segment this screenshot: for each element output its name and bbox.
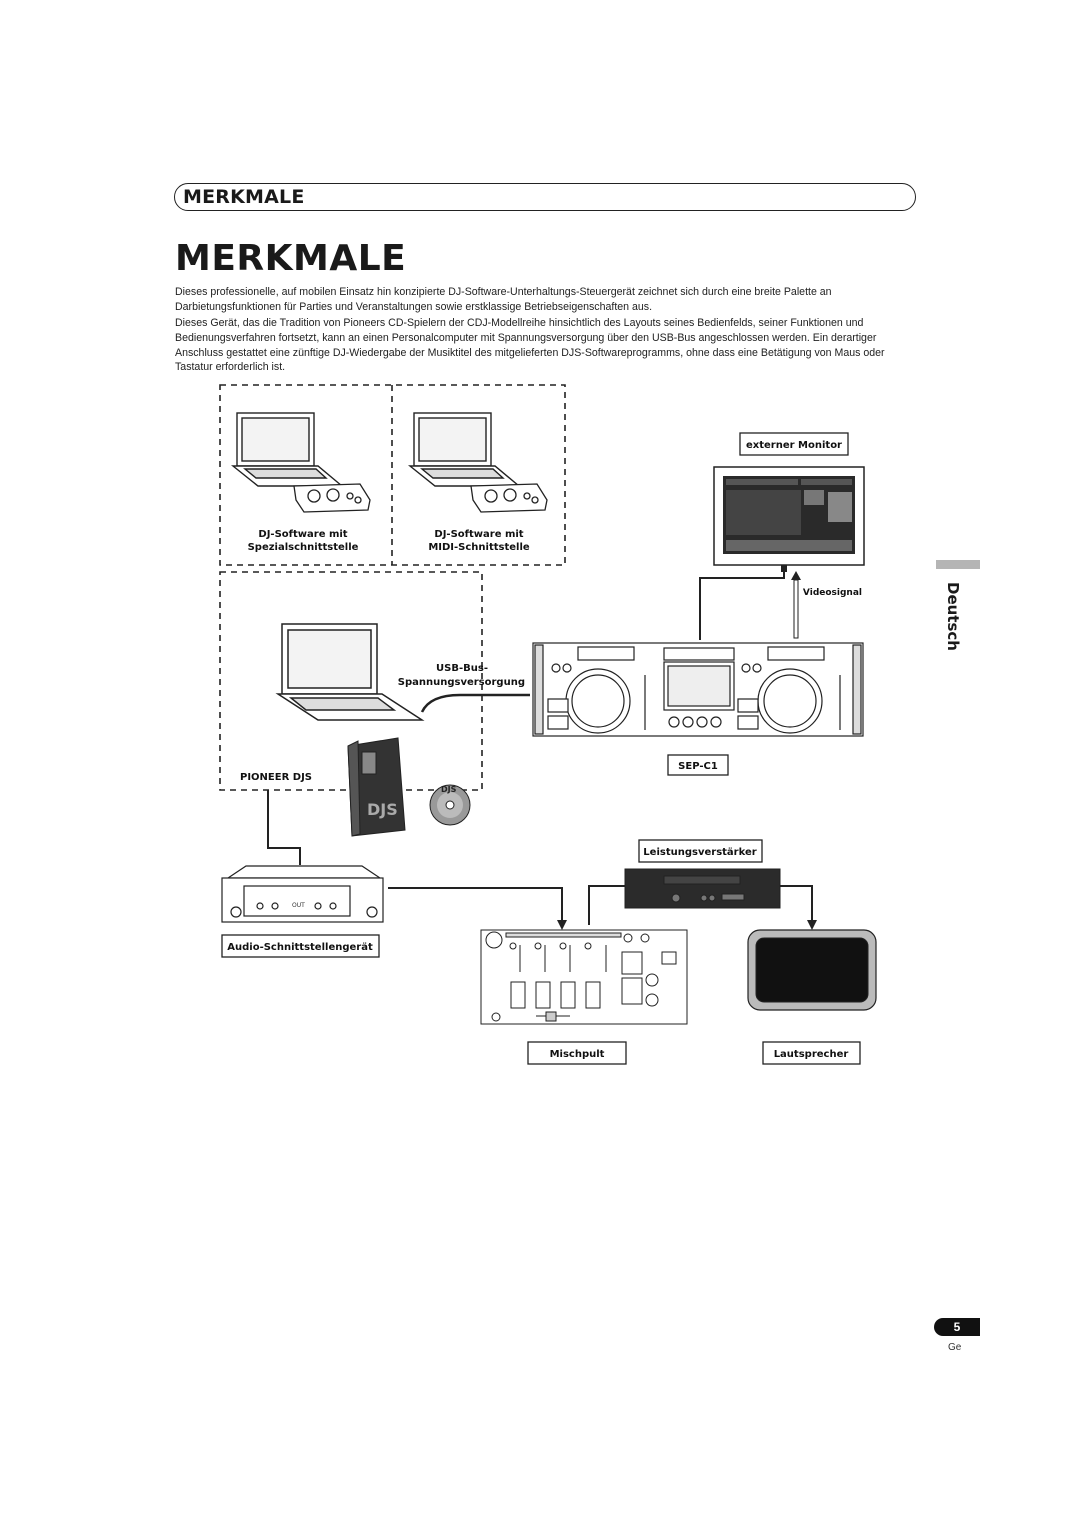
dj-software-special-label-1: DJ-Software mit [258,529,347,540]
page-number: 5 [934,1318,980,1336]
sep-c1-label-box [667,754,729,776]
laptop-icon [408,412,521,487]
audio-out-label: OUT [292,902,305,909]
monitor-icon [713,466,865,566]
djs-software-box-icon: DJS [347,737,406,837]
page-language-code: Ge [948,1342,962,1353]
usb-bus-label-2: Spannungsversorgung [398,677,525,688]
mixer-label-box [527,1041,627,1065]
intro-paragraph-2: Dieses Gerät, das die Tradition von Pion… [175,317,885,374]
video-signal-arrowhead [791,571,801,580]
audio-interface-label-box [221,934,380,958]
dj-software-midi-label-2: MIDI-Schnittstelle [428,542,530,553]
amp-to-speaker-cable [780,885,813,925]
usb-bus-label-1: USB-Bus- [436,663,488,674]
djs-disc-logo: DJS [441,785,457,794]
mixer-label: Mischpult [550,1049,605,1060]
dj-controller-icon [293,483,371,513]
language-tab-label: Deutsch [944,582,962,651]
section-header-title: MERKMALE [183,186,305,208]
language-tab-marker [936,560,980,569]
dj-controller-icon [470,483,548,513]
video-signal-label: Videosignal [803,588,862,598]
pc-laptop-icon [275,623,425,721]
usb-cable [420,693,530,713]
power-amplifier-icon [624,868,781,909]
intro-paragraph-1: Dieses professionelle, auf mobilen Einsa… [175,286,832,313]
external-monitor-label: externer Monitor [746,440,842,451]
video-signal-arrow [793,579,799,639]
audio-interface-label: Audio-Schnittstellengerät [227,942,373,953]
section-header: MERKMALE [174,183,916,211]
djs-cd-icon: DJS [429,784,471,826]
dj-software-special-label-2: Spezialschnittstelle [248,542,359,553]
sep-c1-controller-icon [532,642,864,737]
audio-interface-icon: OUT [221,865,384,923]
mixer-input-arrowhead [557,920,567,930]
power-amp-label-box [638,839,763,863]
speaker-icon [747,929,877,1011]
speaker-label-box [762,1041,861,1065]
pioneer-djs-label: PIONEER DJS [240,772,312,783]
speaker-label: Lautsprecher [774,1049,849,1060]
pc-to-audio-cable [267,790,301,865]
audio-to-mixer-cable [388,887,563,925]
sep-c1-label: SEP-C1 [678,761,718,772]
external-monitor-label-box [739,432,849,456]
djs-box-logo: DJS [367,800,398,819]
mixer-to-amp-cable [588,885,625,925]
speaker-input-arrowhead [807,920,817,930]
laptop-icon [231,412,344,487]
video-plug [781,565,787,572]
video-cable [699,565,785,640]
dj-software-midi-label-1: DJ-Software mit [434,529,523,540]
mixer-icon [480,929,688,1025]
page-title: MERKMALE [175,238,407,279]
power-amp-label: Leistungsverstärker [643,847,756,858]
